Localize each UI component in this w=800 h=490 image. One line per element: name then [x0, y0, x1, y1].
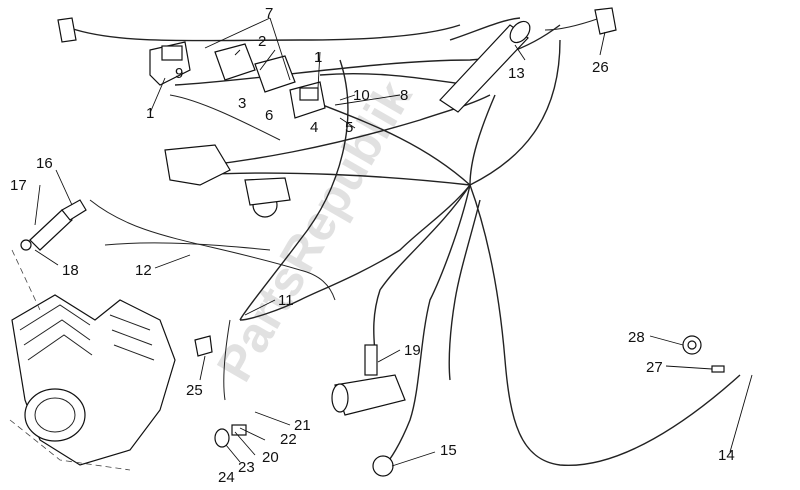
callout-17: 17: [10, 177, 27, 194]
callout-3: 3: [238, 95, 246, 112]
main-harness: [69, 17, 741, 466]
ignition-coil-right: [289, 81, 326, 119]
callout-5: 5: [345, 119, 353, 136]
callout-27: 27: [646, 359, 663, 376]
callout-10: 10: [353, 87, 370, 104]
callout-8: 9: [175, 65, 183, 82]
callout-19: 19: [404, 342, 421, 359]
callout-24: 24: [218, 469, 235, 486]
spark-plug-25: [194, 335, 213, 357]
sensor-26: [594, 7, 617, 35]
callout-25: 25: [186, 382, 203, 399]
callout-22: 22: [280, 431, 297, 448]
callouts: 7 2 9 1 1 3 6 4 5 10 8 13 26 16 17 18 12…: [10, 5, 735, 486]
callout-13: 13: [508, 65, 525, 82]
callout-1b: 1: [314, 49, 322, 66]
callout-12: 12: [135, 262, 152, 279]
callout-2: 2: [258, 33, 266, 50]
callout-7: 7: [265, 5, 273, 22]
callout-14: 14: [718, 447, 735, 464]
callout-9: 8: [400, 87, 408, 104]
harness-sleeve: [439, 20, 531, 113]
ignition-coil-left: [149, 41, 191, 86]
sensor-24: [214, 424, 247, 448]
sensor-15: [372, 455, 394, 477]
callout-16: 16: [36, 155, 53, 172]
solenoid-15: [331, 374, 406, 416]
callout-6: 6: [265, 107, 273, 124]
hv-lead-16: [61, 199, 87, 221]
coil-19: [364, 344, 378, 376]
bolt-27: [711, 365, 725, 373]
leader-lines: [34, 17, 753, 467]
callout-23: 23: [238, 459, 255, 476]
callout-26: 26: [592, 59, 609, 76]
callout-20: 20: [262, 449, 279, 466]
throttle-body: [164, 144, 291, 218]
spark-plug-cap: [20, 209, 73, 251]
connector-left-end: [57, 17, 77, 43]
mounting-plates: [214, 43, 296, 93]
callout-1a: 1: [146, 105, 154, 122]
engine: [9, 249, 176, 471]
callout-11: 11: [278, 292, 294, 309]
callout-4: 4: [310, 119, 318, 136]
callout-18: 18: [62, 262, 79, 279]
callout-15: 15: [440, 442, 457, 459]
callout-21: 21: [294, 417, 311, 434]
grommet-28: [682, 335, 702, 355]
callout-28: 28: [628, 329, 645, 346]
